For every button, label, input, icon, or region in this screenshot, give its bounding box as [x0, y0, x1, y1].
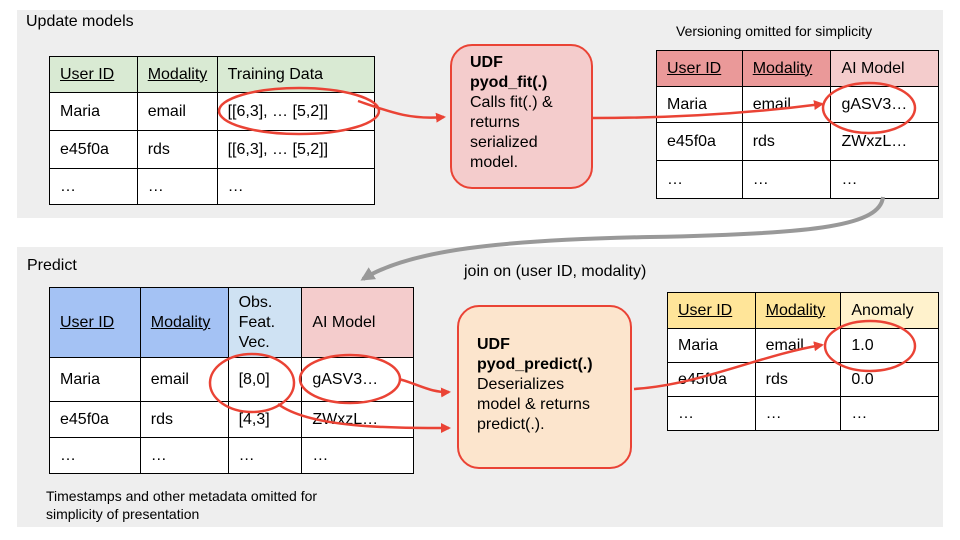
table-row: e45f0a rds ZWxzL…	[656, 122, 939, 161]
header-user-id: User ID	[49, 287, 141, 358]
table-row: … … …	[667, 396, 939, 431]
table-row: e45f0a rds [[6,3], … [5,2]]	[49, 130, 376, 169]
cell: …	[301, 437, 414, 474]
cell: …	[49, 437, 141, 474]
udf-fit-desc-3: serialized	[470, 134, 538, 151]
versioning-note: Versioning omitted for simplicity	[676, 23, 873, 39]
header-modality: Modality	[741, 50, 832, 87]
header-obs: Obs.	[238, 293, 273, 311]
udf-fit-desc-1: Calls fit(.) &	[470, 94, 553, 111]
arrow-model-to-predict	[398, 377, 451, 398]
highlight-model-ellipse	[298, 353, 402, 405]
header-obs-feat-vec: Obs. Feat. Vec.	[227, 287, 303, 358]
cell: …	[49, 168, 138, 205]
udf-predict-label: UDF	[477, 336, 510, 353]
cell: e45f0a	[667, 362, 756, 397]
udf-fit-function-name: pyod_fit(.)	[470, 74, 548, 91]
header-feat: Feat.	[238, 313, 276, 331]
cell: …	[667, 396, 756, 431]
udf-fit-desc-4: model.	[470, 154, 519, 171]
header-ai-model: AI Model	[301, 287, 414, 358]
header-user-id: User ID	[667, 292, 756, 329]
arrow-fit-to-model	[592, 100, 824, 120]
highlight-training-data-ellipse	[217, 86, 381, 136]
cell: gASV3…	[301, 357, 414, 402]
timestamps-note-line-2: simplicity of presentation	[46, 506, 200, 522]
update-models-title: Update models	[26, 13, 134, 30]
table-row: Maria email [8,0] gASV3…	[49, 357, 414, 402]
cell: ZWxzL…	[830, 122, 939, 161]
table-row: … … …	[49, 168, 376, 205]
training-data-table: User ID Modality Training Data Maria ema…	[49, 56, 376, 205]
cell: …	[741, 160, 832, 199]
join-arrow	[360, 196, 885, 281]
arrow-vector-to-predict	[277, 402, 451, 433]
udf-pyod-fit-box: UDF pyod_fit(.) Calls fit(.) & returns s…	[450, 44, 593, 189]
header-modality: Modality	[754, 292, 842, 329]
cell: …	[136, 168, 218, 205]
cell: rds	[754, 362, 842, 397]
cell: …	[139, 437, 229, 474]
cell: …	[830, 160, 939, 199]
timestamps-note: Timestamps and other metadata omitted fo…	[46, 487, 317, 523]
predict-title: Predict	[27, 257, 77, 274]
udf-predict-desc-1: Deserializes	[477, 376, 565, 393]
cell: e45f0a	[49, 130, 138, 169]
cell: rds	[136, 130, 218, 169]
table-row: … … … …	[49, 437, 414, 474]
udf-predict-desc-2: model & returns	[477, 396, 590, 413]
table-header-row: User ID Modality Obs. Feat. Vec. AI Mode…	[49, 287, 414, 358]
cell: [[6,3], … [5,2]]	[216, 92, 376, 131]
header-vec: Vec.	[238, 333, 270, 351]
udf-pyod-predict-box: UDF pyod_predict(.) Deserializes model &…	[457, 305, 632, 469]
cell: gASV3…	[830, 86, 939, 123]
cell: …	[216, 168, 376, 205]
cell: …	[754, 396, 842, 431]
table-row: Maria email gASV3…	[656, 86, 939, 123]
predict-input-table: User ID Modality Obs. Feat. Vec. AI Mode…	[49, 287, 414, 474]
udf-predict-function-name: pyod_predict(.)	[477, 356, 593, 373]
table-row: … … …	[656, 160, 939, 199]
udf-predict-desc-3: predict(.).	[477, 416, 545, 433]
cell: 1.0	[840, 328, 939, 363]
cell: …	[227, 437, 303, 474]
udf-fit-desc-2: returns	[470, 114, 520, 131]
highlight-anomaly-ellipse	[823, 319, 917, 373]
join-label: join on (user ID, modality)	[464, 263, 647, 280]
ai-model-table: User ID Modality AI Model Maria email gA…	[656, 50, 939, 199]
highlight-ai-model-ellipse	[821, 81, 917, 135]
cell: rds	[139, 401, 229, 438]
cell: …	[656, 160, 743, 199]
cell: [[6,3], … [5,2]]	[216, 130, 376, 169]
udf-fit-label: UDF	[470, 54, 503, 71]
cell: email	[754, 328, 842, 363]
highlight-feature-vector-ellipse	[208, 352, 296, 414]
timestamps-note-line-1: Timestamps and other metadata omitted fo…	[46, 488, 318, 504]
arrow-predict-to-anomaly	[633, 341, 824, 391]
cell: …	[840, 396, 939, 431]
arrow-training-to-fit	[357, 99, 446, 123]
cell: email	[741, 86, 832, 123]
header-modality: Modality	[139, 287, 229, 358]
cell: Maria	[49, 357, 141, 402]
header-ai-model: AI Model	[830, 50, 939, 87]
cell: email	[136, 92, 218, 131]
header-user-id: User ID	[49, 56, 138, 93]
table-row: Maria email 1.0	[667, 328, 939, 363]
